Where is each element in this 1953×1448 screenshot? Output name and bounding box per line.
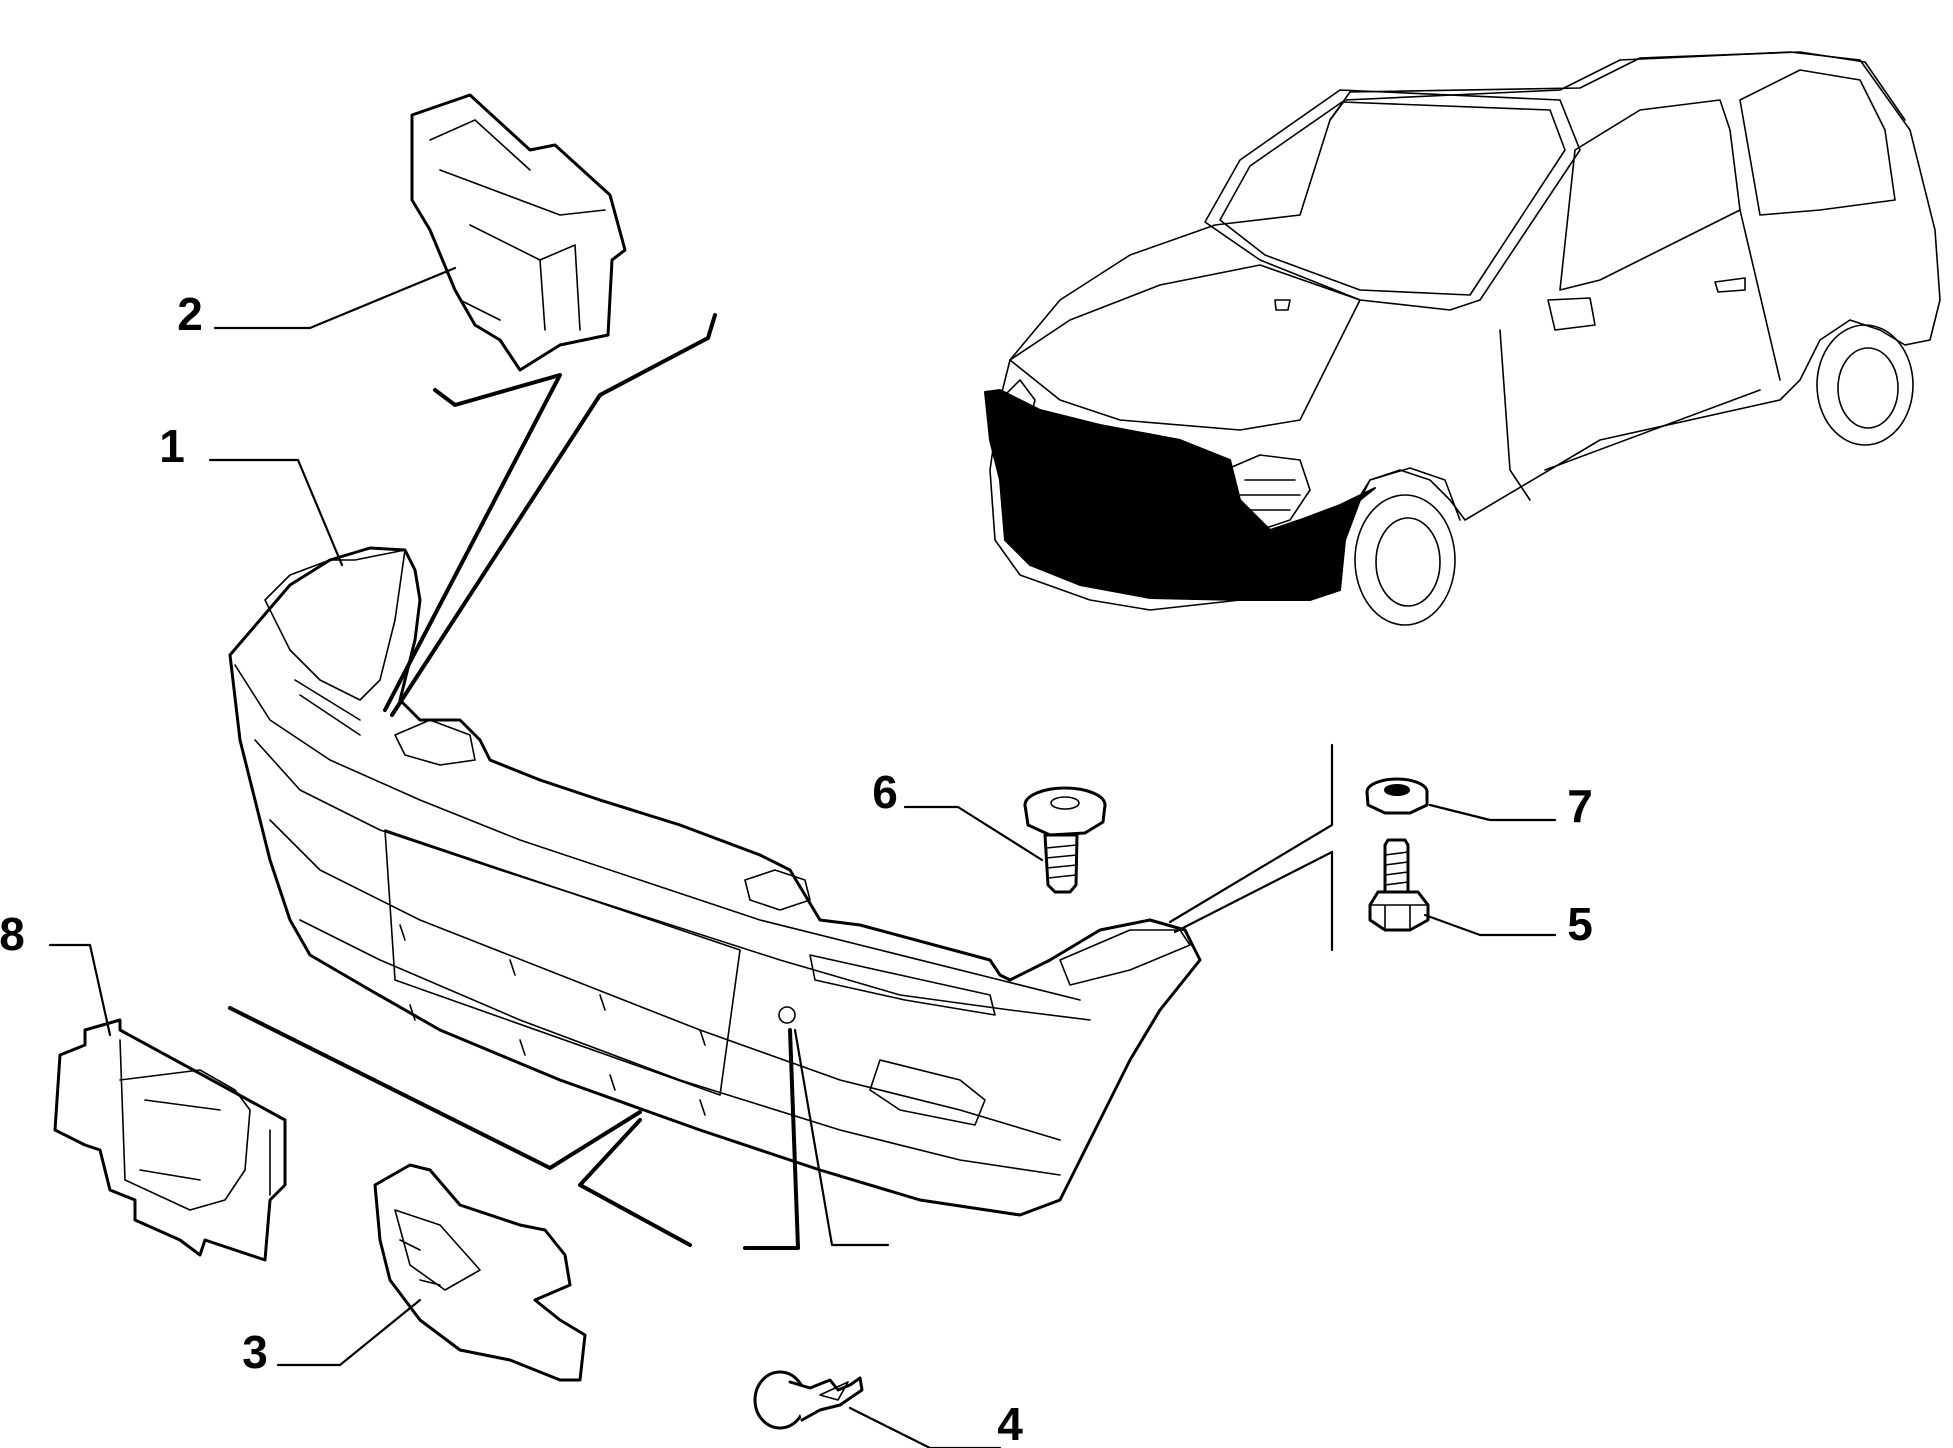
callout-2: 2 bbox=[177, 288, 203, 340]
assembly-line-right-vertical-bottom bbox=[1173, 850, 1334, 952]
car-headlight-grid bbox=[1239, 479, 1301, 511]
part-1-right-vent bbox=[809, 954, 996, 1016]
part-2-body bbox=[410, 93, 627, 372]
part-8-side-bracket bbox=[53, 1018, 287, 1262]
leader-8 bbox=[48, 943, 112, 1037]
part-6-screw bbox=[1023, 786, 1107, 894]
callout-5: 5 bbox=[1567, 898, 1593, 950]
assembly-line-2-left bbox=[383, 373, 562, 712]
callout-7: 7 bbox=[1567, 780, 1593, 832]
callout-labels: 1 2 3 4 5 6 7 8 bbox=[0, 288, 1593, 1448]
part-1-upper-band bbox=[234, 664, 1081, 1001]
part-3-detail bbox=[394, 1209, 481, 1291]
leader-1 bbox=[208, 458, 344, 567]
part-6-shank bbox=[1043, 833, 1079, 894]
assembly-line-right-vertical-top bbox=[1168, 743, 1334, 924]
car-front-wheel bbox=[1354, 494, 1456, 626]
part-4-stem bbox=[788, 1376, 864, 1422]
part-1-lower-band bbox=[269, 819, 1061, 1141]
callout-6: 6 bbox=[872, 766, 898, 818]
assembly-line-4-right bbox=[793, 1028, 890, 1247]
car-side-window bbox=[1559, 99, 1741, 291]
part-1-right-fog bbox=[869, 1059, 986, 1126]
car-rear-wheel bbox=[1816, 324, 1914, 446]
part-1-right-mount bbox=[1059, 929, 1191, 986]
leader-7 bbox=[1428, 803, 1557, 822]
part-7-washer-side bbox=[1365, 790, 1429, 815]
part-7-washer bbox=[1365, 777, 1429, 815]
part-1-grille-slots bbox=[399, 924, 706, 1116]
part-2-upper-bracket bbox=[410, 93, 627, 372]
part-7-washer-hole bbox=[1384, 784, 1410, 796]
car-front-arch bbox=[1334, 467, 1461, 591]
leader-6 bbox=[903, 805, 1044, 862]
leader-4 bbox=[848, 1406, 1002, 1448]
part-5-bolt bbox=[1368, 838, 1430, 932]
part-1-bumper-outline bbox=[228, 546, 1202, 1217]
car-roof bbox=[1329, 51, 1906, 121]
part-8-body bbox=[53, 1018, 287, 1262]
car-overview bbox=[984, 51, 1941, 626]
callout-3: 3 bbox=[242, 1326, 268, 1378]
part-6-thread bbox=[1045, 844, 1078, 879]
part-5-hex-head bbox=[1368, 890, 1430, 932]
leader-lines bbox=[48, 266, 1557, 1448]
car-mirror bbox=[1547, 297, 1596, 331]
car-front-wheel-hub bbox=[1375, 517, 1441, 607]
car-door-line bbox=[1499, 209, 1781, 501]
part-1-left-vent bbox=[294, 679, 361, 736]
leader-2 bbox=[213, 266, 457, 330]
part-1-left-mount bbox=[264, 549, 406, 701]
assembly-line-4-left bbox=[743, 1028, 800, 1250]
car-rear-window bbox=[1739, 69, 1896, 216]
assembly-line-3-lower bbox=[578, 1118, 692, 1247]
assembly-line-2-right bbox=[390, 313, 717, 717]
part-5-hex-faces bbox=[1369, 904, 1429, 931]
part-1-mid-band bbox=[254, 739, 1091, 1021]
part-1-plate-recess bbox=[384, 829, 741, 1096]
car-hood-badge bbox=[1274, 299, 1291, 311]
car-door-handle bbox=[1714, 277, 1746, 293]
car-rear-wheel-hub bbox=[1837, 347, 1899, 429]
leader-5 bbox=[1423, 913, 1557, 937]
part-1-front-bumper bbox=[228, 546, 1202, 1217]
part-1-sensor-hole bbox=[778, 1006, 796, 1024]
part-3-lower-bracket bbox=[373, 1163, 587, 1382]
callout-4: 4 bbox=[997, 1398, 1023, 1448]
part-8-detail bbox=[119, 1039, 271, 1211]
leader-3 bbox=[276, 1298, 422, 1367]
part-5-thread bbox=[1384, 851, 1409, 886]
assembly-line-3-upper bbox=[228, 1006, 642, 1170]
part-1-top-mount-center bbox=[744, 869, 811, 911]
car-hood bbox=[1009, 264, 1361, 431]
part-1-top-mount-left bbox=[394, 719, 476, 766]
part-6-socket bbox=[1050, 796, 1080, 810]
part-5-shank bbox=[1383, 838, 1410, 897]
callout-1: 1 bbox=[159, 420, 185, 472]
car-windshield-inner bbox=[1219, 101, 1566, 296]
part-3-body bbox=[373, 1163, 587, 1382]
car-front-bumper-highlight bbox=[984, 389, 1376, 601]
part-4-clip bbox=[753, 1370, 864, 1430]
callout-8: 8 bbox=[0, 908, 25, 960]
part-2-detail bbox=[429, 119, 606, 331]
part-4-arrow bbox=[819, 1381, 849, 1401]
car-windshield bbox=[1204, 89, 1581, 311]
